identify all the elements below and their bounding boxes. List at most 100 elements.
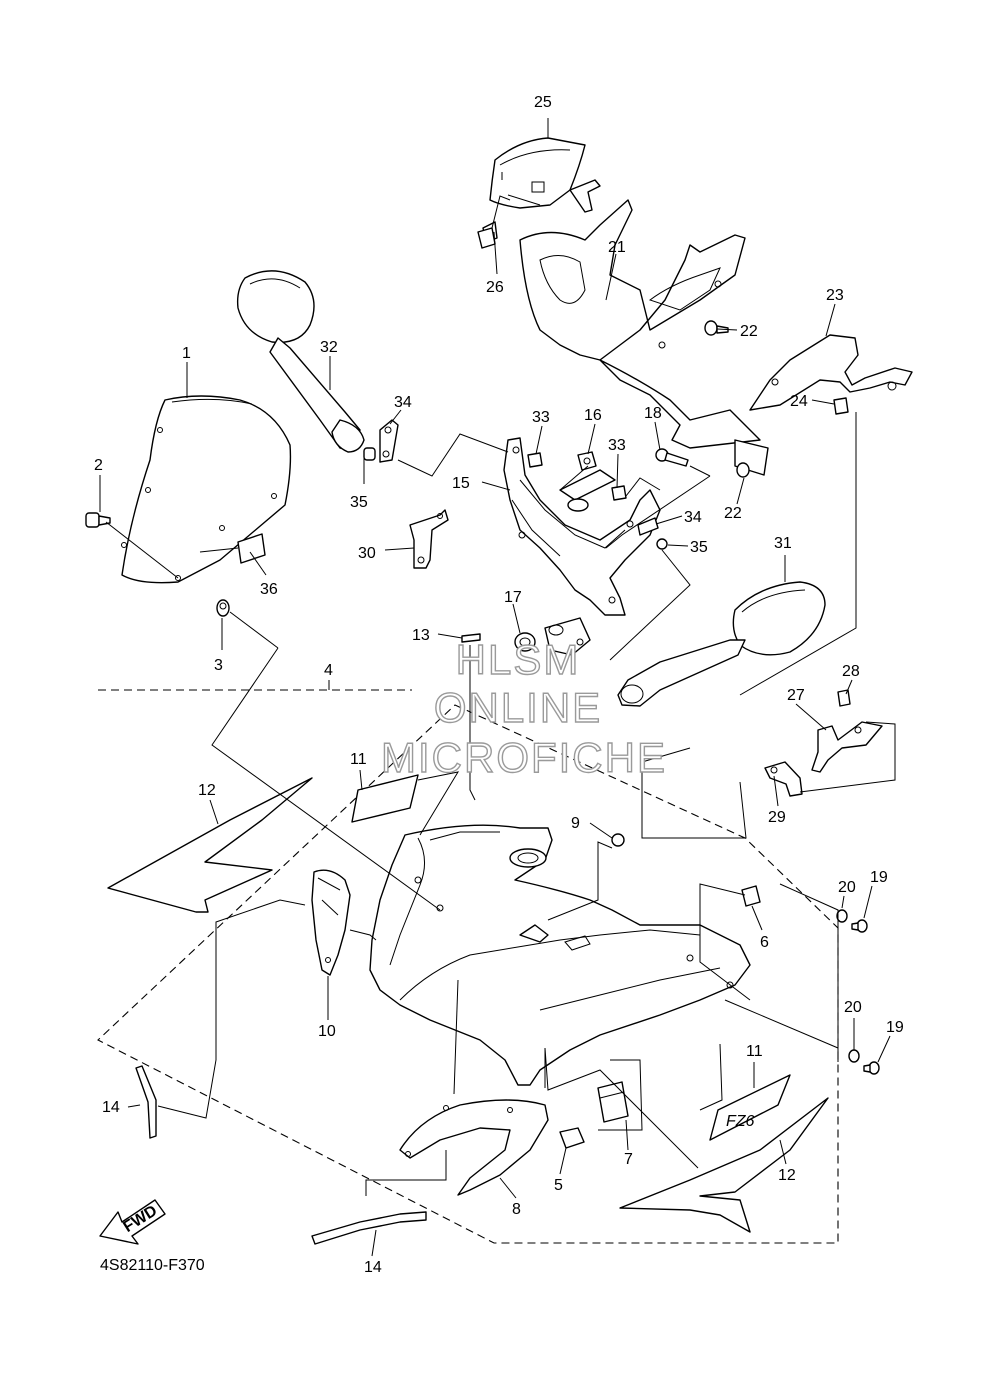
diagram-code: 4S82110-F370 (100, 1257, 205, 1274)
callout-label: 18 (644, 405, 662, 422)
cowling-inner (519, 199, 769, 476)
screw-19-lower (863, 1061, 880, 1075)
damper-17 (514, 617, 591, 656)
screw-9 (611, 833, 625, 847)
screw-2 (85, 512, 111, 528)
callout-label: 4 (324, 662, 333, 679)
bracket-34-left (379, 419, 399, 463)
callout-label: 35 (690, 539, 708, 556)
nut-35-right (656, 538, 668, 550)
washer-20-upper (836, 909, 848, 923)
bolt-18 (655, 448, 689, 467)
decal-11-lower: FZ6 (709, 1074, 791, 1141)
pad-7 (597, 1081, 629, 1123)
callout-label: 26 (486, 279, 504, 296)
pad-36 (237, 533, 266, 564)
mirror-left (236, 270, 365, 453)
callout-label: 3 (214, 657, 223, 674)
callout-label: 6 (760, 934, 769, 951)
callout-label: 21 (608, 239, 626, 256)
callout-label: 19 (886, 1019, 904, 1036)
clip-5 (559, 1127, 585, 1149)
callout-label: 5 (554, 1177, 563, 1194)
band-13 (461, 633, 481, 643)
nut-3 (216, 599, 230, 617)
callout-label: 2 (94, 457, 103, 474)
graphic-12-right (619, 1097, 829, 1233)
bracket-34-right (637, 517, 659, 536)
callout-label: 31 (774, 535, 792, 552)
stay-30 (409, 509, 449, 569)
fwd-arrow-icon: FWD (99, 1199, 166, 1245)
washer-20-lower (848, 1049, 860, 1063)
screw-19-upper (851, 919, 868, 933)
holder-29 (764, 761, 803, 797)
callout-label: 30 (358, 545, 376, 562)
callout-label: 14 (364, 1259, 382, 1276)
callout-label: 23 (826, 287, 844, 304)
callout-label: 20 (844, 999, 862, 1016)
callout-label: 12 (778, 1167, 796, 1184)
nut-33-right (611, 485, 627, 501)
callout-label: 32 (320, 339, 338, 356)
nut-16 (577, 451, 597, 471)
nut-35-left (363, 447, 376, 461)
bolt-22-lower (736, 462, 750, 478)
watermark-line2: ONLINE (434, 684, 602, 731)
callout-label: 14 (102, 1099, 120, 1116)
callout-label: 28 (842, 663, 860, 680)
screw-28 (837, 689, 851, 707)
bracket-6 (741, 885, 761, 907)
callout-label: 1 (182, 345, 191, 362)
callout-label: 33 (608, 437, 626, 454)
callout-label: 22 (724, 505, 742, 522)
headlight-stay (503, 437, 661, 616)
bolt-22-upper (704, 320, 729, 336)
windshield (121, 395, 292, 584)
callout-label: 24 (790, 393, 808, 410)
callout-label: 16 (584, 407, 602, 424)
nut-33-left (527, 452, 543, 468)
callout-label: 9 (571, 815, 580, 832)
watermark-line3: MICROFICHE (381, 734, 667, 781)
graphic-12-left (107, 777, 313, 913)
callout-label: 27 (787, 687, 805, 704)
callout-label: 11 (350, 751, 367, 768)
callout-label: 12 (198, 782, 216, 799)
decal-text: FZ6 (726, 1113, 755, 1130)
leader-lines (99, 118, 896, 1257)
bracket-27 (811, 721, 883, 773)
callout-label: 13 (412, 627, 430, 644)
watermark: HLSM ONLINE MICROFICHE (380, 635, 667, 781)
callout-label: 29 (768, 809, 786, 826)
watermark-line1: HLSM (456, 636, 581, 683)
molding-14-lower (311, 1211, 427, 1245)
clip-24 (833, 397, 849, 415)
mirror-right (617, 581, 826, 707)
callout-label: 34 (684, 509, 702, 526)
callout-label: 35 (350, 494, 368, 511)
callout-label: 25 (534, 94, 552, 111)
callout-label: 20 (838, 879, 856, 896)
callout-label: 10 (318, 1023, 336, 1040)
callout-label: 19 (870, 869, 888, 886)
callout-label: 15 (452, 475, 470, 492)
callout-label: 17 (504, 589, 522, 606)
front-cowling (369, 824, 751, 1086)
callout-label: 11 (746, 1043, 763, 1060)
callout-label: 36 (260, 581, 278, 598)
side-panel-23 (749, 334, 913, 411)
callout-label: 34 (394, 394, 412, 411)
callout-labels: 1 2 3 4 5 6 7 8 9 10 11 11 12 12 13 14 1… (94, 94, 904, 1276)
callout-label: 22 (740, 323, 758, 340)
clip-26 (477, 227, 496, 249)
callout-label: 8 (512, 1201, 521, 1218)
inner-panel-10 (311, 869, 351, 976)
decal-11-upper (351, 774, 419, 823)
callout-label: 7 (624, 1151, 633, 1168)
meter-panel (482, 137, 601, 243)
molding-14-left (135, 1065, 157, 1139)
side-cover-8 (399, 1099, 549, 1196)
callout-label: 33 (532, 409, 550, 426)
